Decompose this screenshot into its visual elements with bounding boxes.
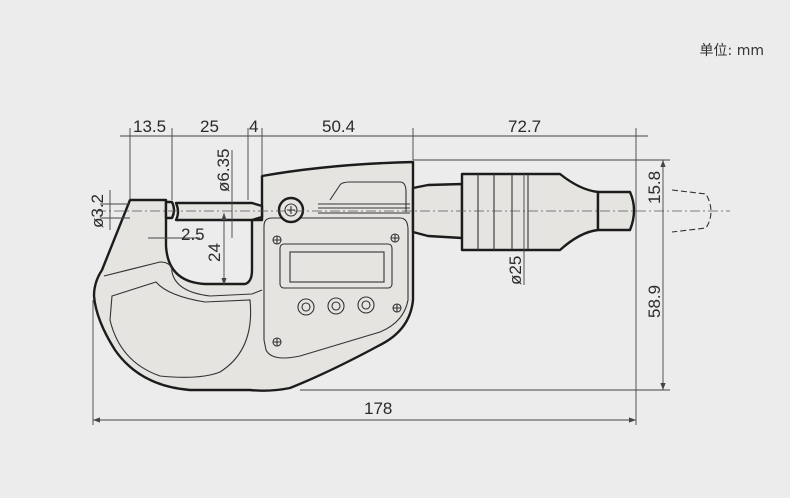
dimension-lines: [92, 128, 670, 425]
dim-upper-height: 15.8: [645, 171, 664, 204]
dim-measuring-range: 25: [200, 117, 219, 136]
buttons: [297, 296, 375, 316]
dim-thimble-diameter: ø25: [506, 256, 525, 285]
micrometer-frame: [92, 160, 415, 392]
dim-spindle-step: 2.5: [181, 225, 205, 244]
screws: [272, 233, 402, 347]
unit-label: 单位: mm: [699, 43, 764, 59]
dim-body-length: 50.4: [322, 117, 355, 136]
dim-anvil-length: 13.5: [133, 117, 166, 136]
dim-spindle-diameter: ø6.35: [214, 149, 233, 192]
thimble: [411, 172, 712, 252]
dim-lower-height: 58.9: [645, 285, 664, 318]
spindle: [164, 196, 305, 224]
dim-overall-length: 178: [364, 399, 392, 418]
button-icon: [357, 296, 375, 314]
button-icon: [327, 297, 345, 315]
button-icon: [297, 298, 315, 316]
lcd-display: [279, 243, 393, 289]
dim-anvil-diameter: ø3.2: [88, 194, 107, 228]
dim-thimble-length: 72.7: [508, 117, 541, 136]
dim-throat-depth: 24: [205, 243, 224, 262]
dim-spindle-gap: 4: [249, 117, 258, 136]
